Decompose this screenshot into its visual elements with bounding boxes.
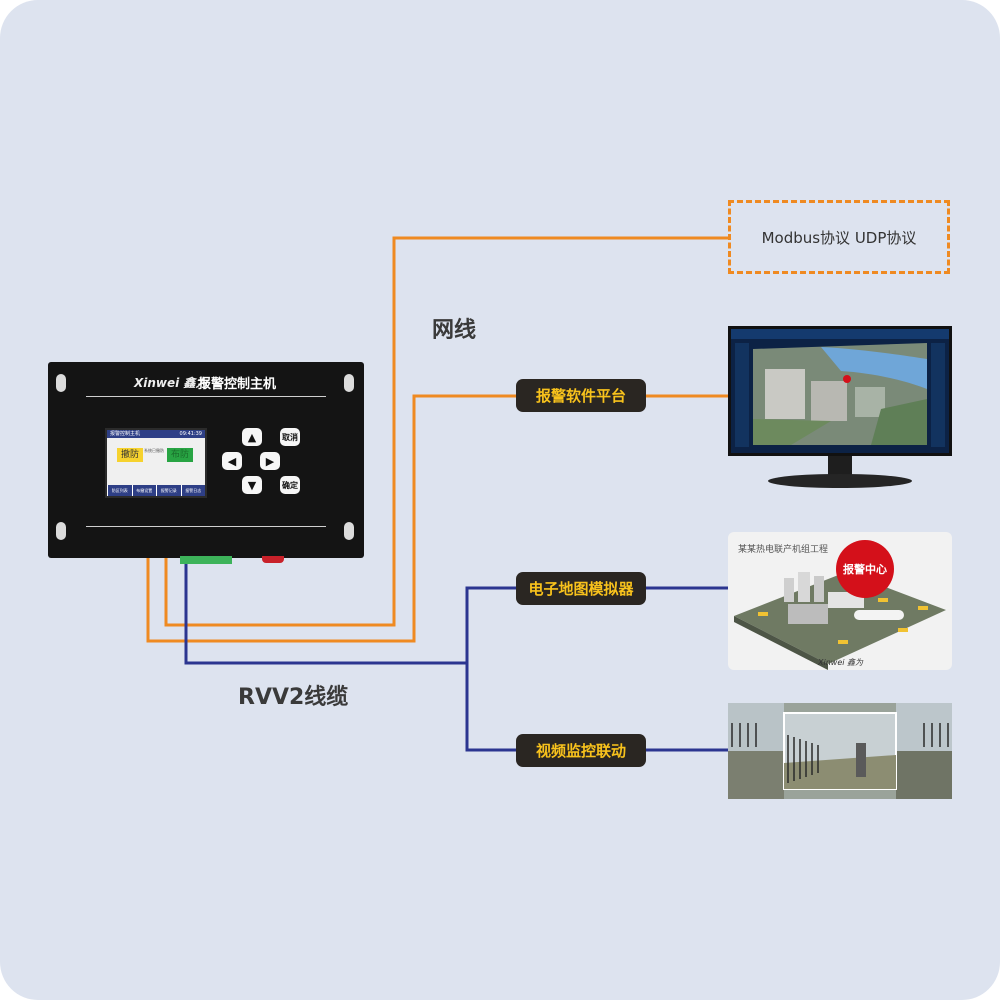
- lcd-tabs: 防区列表 布撤设置 报警记录 报警日志: [107, 485, 205, 496]
- device-divider-bottom: [86, 526, 326, 527]
- lcd-time: 09:41:39: [179, 431, 202, 437]
- map-simulator-label: 电子地图模拟器: [516, 572, 646, 605]
- software-platform-monitor: [728, 326, 952, 456]
- alarm-control-host: Xinwei 鑫为 报警控制主机 报警控制主机 09:41:39 撤防 系统已撤…: [48, 362, 364, 558]
- network-line-to-protocol: [164, 236, 728, 627]
- map-scene-image: [734, 572, 946, 670]
- mount-ear-top-left: [56, 374, 66, 392]
- device-brand: Xinwei 鑫为: [134, 376, 208, 390]
- lcd-tab: 报警记录: [156, 485, 181, 496]
- map-logo: Xinwei 鑫为: [818, 658, 864, 667]
- video-linkage-label: 视频监控联动: [516, 734, 646, 767]
- map-caption: 某某热电联产机组工程: [738, 545, 829, 555]
- video-surveillance-image: [728, 703, 952, 799]
- terminal-block: [180, 556, 232, 564]
- lcd-screen: 报警控制主机 09:41:39 撤防 系统已撤防 布防 防区列表 布撤设置 报警…: [105, 428, 207, 498]
- video-feed-collage: [728, 703, 952, 799]
- electronic-map-card: 某某热电联产机组工程 报警中心 Xinwei 鑫为: [728, 532, 952, 670]
- mount-ear-bottom-left: [56, 522, 66, 540]
- lcd-disarm-button: 布防: [167, 448, 193, 462]
- cancel-key: 取消: [280, 428, 300, 446]
- right-arrow-key: ▶: [260, 452, 280, 470]
- network-label: 网线: [432, 318, 477, 343]
- software-platform-label: 报警软件平台: [516, 379, 646, 412]
- lcd-tab: 报警日志: [180, 485, 206, 496]
- lcd-tab: 防区列表: [107, 485, 132, 496]
- mount-ear-top-right: [344, 374, 354, 392]
- lcd-header: 报警控制主机 09:41:39: [107, 430, 205, 438]
- protocol-text: Modbus协议 UDP协议: [761, 228, 917, 247]
- platform-screen-image: [731, 329, 949, 453]
- protocol-box: Modbus协议 UDP协议: [728, 200, 950, 274]
- alarm-center-pin: 报警中心: [836, 540, 894, 598]
- lcd-header-title: 报警控制主机: [110, 431, 141, 437]
- monitor-stand-base: [768, 474, 912, 488]
- device-divider-top: [86, 396, 326, 397]
- confirm-key: 确定: [280, 476, 300, 494]
- cable-line-main: [184, 563, 467, 665]
- left-arrow-key: ◀: [222, 452, 242, 470]
- up-arrow-key: ▲: [242, 428, 262, 446]
- mount-ear-bottom-right: [344, 522, 354, 540]
- lcd-status: 系统已撤防: [144, 448, 164, 453]
- monitor-stand-neck: [828, 456, 852, 478]
- lcd-arm-button: 撤防: [117, 448, 143, 462]
- lcd-tab: 布撤设置: [131, 485, 157, 496]
- down-arrow-key: ▼: [242, 476, 262, 494]
- power-connector: [262, 556, 284, 563]
- device-title: 报警控制主机: [198, 377, 277, 392]
- cable-label: RVV2线缆: [238, 685, 349, 710]
